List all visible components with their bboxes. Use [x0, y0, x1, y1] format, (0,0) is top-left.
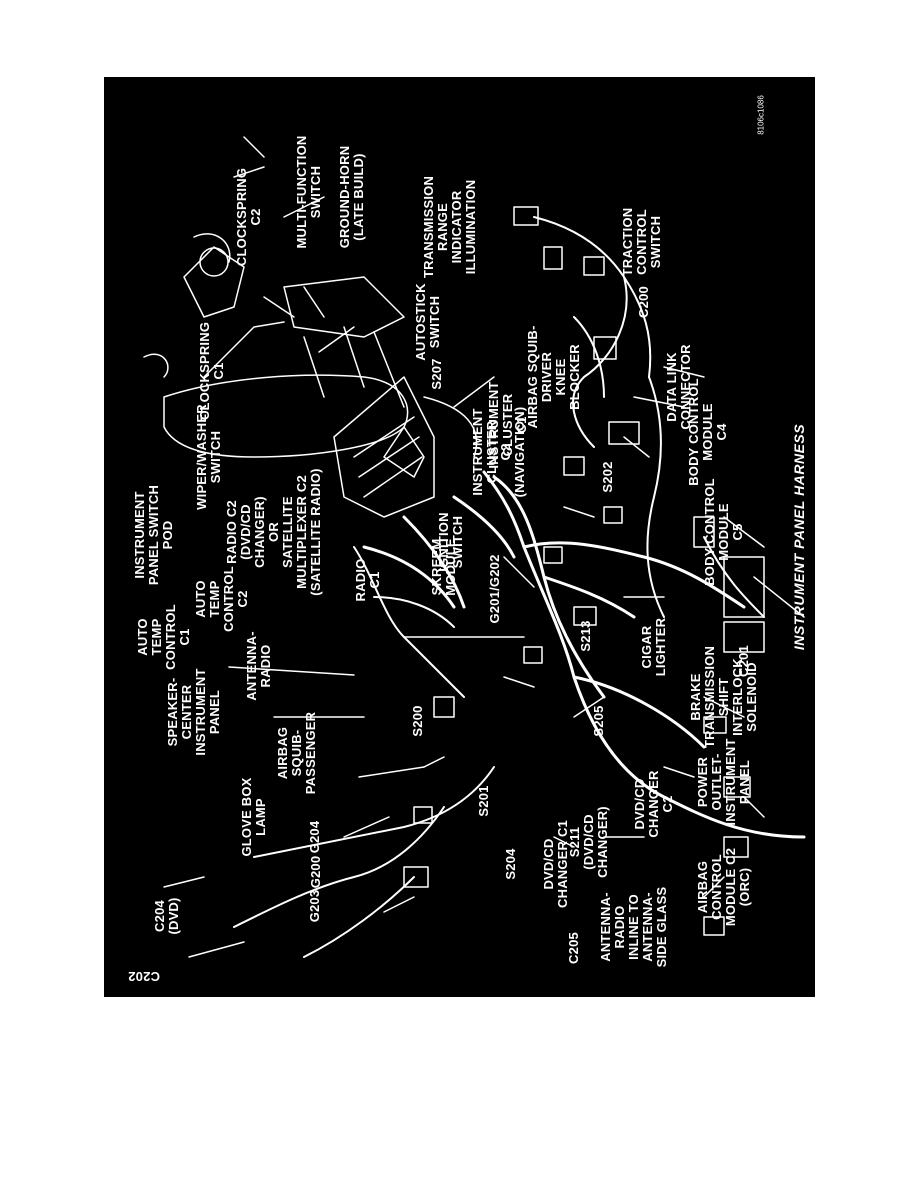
- label-dvd-cd-changer-c2: DVD/CD CHANGER C2: [632, 770, 675, 838]
- label-body-control-c4: BODY CONTROL MODULE C4: [686, 378, 729, 486]
- label-clockspring-c2: CLOCKSPRING C2: [234, 167, 263, 267]
- label-c205: C205: [566, 932, 581, 964]
- label-power-outlet: POWER OUTLET- INSTRUMENT PANEL: [695, 738, 752, 826]
- label-airbag-squib-driver: AIRBAG SQUIB- DRIVER KNEE BLOCKER: [525, 325, 582, 429]
- label-s213: S213: [578, 620, 593, 652]
- label-glove-box-lamp: GLOVE BOX LAMP: [239, 777, 268, 857]
- label-antenna-radio-inline: ANTENNA- RADIO INLINE TO ANTENNA- SIDE G…: [598, 886, 669, 968]
- label-auto-temp-c1: AUTO TEMP CONTROL C1: [135, 604, 192, 670]
- label-airbag-control-module: AIRBAG CONTROL MODULE C2 (ORC): [695, 847, 752, 927]
- label-layer: INSTRUMENT PANEL HARNESS 8106c1086 C204 …: [104, 77, 815, 997]
- label-s207: S207: [429, 358, 444, 390]
- label-s205: S205: [591, 705, 606, 737]
- leader-lines: [163, 136, 805, 958]
- label-traction-control: TRACTION CONTROL SWITCH: [620, 207, 663, 277]
- left-harness-drawing: [233, 546, 495, 958]
- figure-id: 8106c1086: [756, 95, 766, 135]
- right-harness-drawing: [533, 216, 765, 618]
- label-s202: S202: [600, 461, 615, 493]
- label-s211: S211 (DVD/CD CHANGER): [567, 806, 610, 878]
- label-body-control-c5: BODY CONTROL MODULE C5: [702, 478, 745, 586]
- diagram-title: INSTRUMENT PANEL HARNESS: [791, 423, 807, 651]
- harness-artwork: [143, 136, 806, 958]
- diagram-panel: INSTRUMENT PANEL HARNESS 8106c1086 C204 …: [104, 77, 815, 997]
- label-c204: C204 (DVD): [152, 897, 181, 935]
- label-cigar-lighter: CIGAR LIGHTER: [639, 617, 668, 677]
- label-s201: S201: [476, 785, 491, 817]
- label-instrument-panel-switch-pod: INSTRUMENT PANEL SWITCH POD: [132, 484, 175, 586]
- connector-blocks: [403, 206, 765, 936]
- label-g200: G200: [308, 855, 323, 889]
- label-data-link: DATA LINK CONNECTOR: [664, 344, 693, 430]
- label-c202: C202: [128, 969, 160, 985]
- label-dvd-cd-changer-c1: DVD/CD CHANGER C1: [541, 820, 570, 908]
- label-ignition-switch: IGNITION SWITCH: [436, 512, 465, 572]
- main-harness-drawing: [362, 470, 806, 839]
- label-speaker-center: SPEAKER- CENTER INSTRUMENT PANEL: [165, 668, 222, 756]
- label-autostick: AUTOSTICK SWITCH: [413, 283, 442, 361]
- label-ground-horn: GROUND-HORN (LATE BUILD): [337, 145, 366, 249]
- label-g203: G203: [307, 889, 322, 923]
- label-clockspring-c1: CLOCKSPRING C1: [197, 321, 226, 421]
- label-s200: S200: [410, 705, 425, 737]
- label-c201: C201: [736, 645, 751, 677]
- label-radio-c2-satellite: RADIO C2 (DVD/CD CHANGER) OR SATELLITE M…: [224, 468, 323, 596]
- label-g201-g202: G201/G202: [487, 554, 502, 624]
- label-g204: G204: [307, 820, 322, 854]
- steering-column-drawing: [143, 233, 425, 478]
- label-multi-function: MULTI-FUNCTION SWITCH: [294, 135, 323, 249]
- label-c200: C200: [636, 286, 651, 318]
- label-s204: S204: [503, 848, 518, 880]
- label-airbag-squib-passenger: AIRBAG SQUIB- PASSENGER: [275, 711, 318, 795]
- label-radio-c1: RADIO C1: [353, 558, 382, 602]
- label-antenna-radio: ANTENNA- RADIO: [244, 631, 273, 701]
- cluster-drawing: [333, 376, 478, 518]
- label-instrument-cluster-c1: INSTRUMENT CLUSTER C1: [486, 381, 529, 469]
- label-transmission-range: TRANSMISSION RANGE INDICATOR ILLUMINATIO…: [421, 175, 478, 279]
